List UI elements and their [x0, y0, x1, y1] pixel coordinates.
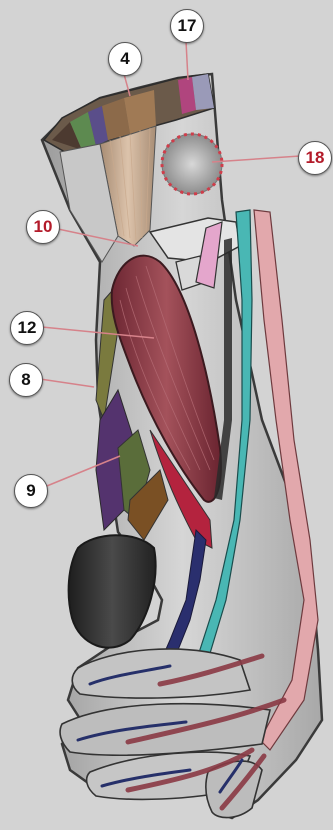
label-17: 17: [170, 9, 204, 43]
label-10: 10: [26, 210, 60, 244]
label-12: 12: [10, 311, 44, 345]
label-18: 18: [298, 141, 332, 175]
label-9: 9: [14, 474, 48, 508]
label-4: 4: [108, 42, 142, 76]
label-8: 8: [9, 363, 43, 397]
